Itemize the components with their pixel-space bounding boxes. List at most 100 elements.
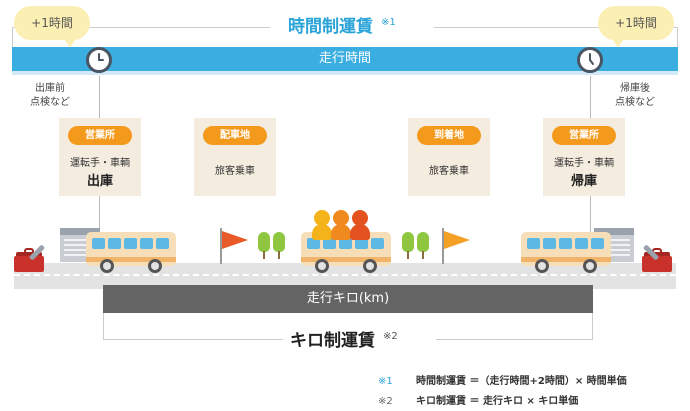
toolbox-icon <box>14 244 46 274</box>
station-sub: 旅客乗車 <box>215 166 255 177</box>
time-bracket-tick-left <box>12 27 13 47</box>
kilo-fare-title-text: キロ制運賃 <box>290 331 375 351</box>
bus-window <box>355 238 368 249</box>
toolbox-icon <box>642 244 674 274</box>
station-main: 出庫 <box>86 174 113 189</box>
kilo-fare-note-mark: ※2 <box>383 331 398 343</box>
bus-window <box>339 238 352 249</box>
station-sub: 運転手・車輌 <box>554 158 614 169</box>
footnote-mark: ※2 <box>378 396 393 407</box>
station-label: 到着地 <box>417 126 481 145</box>
tree-crown <box>273 232 285 252</box>
road-center-stripe <box>14 274 676 276</box>
bus-wheel <box>583 259 597 273</box>
driving-distance-bar: 走行キロ(km) <box>103 285 593 313</box>
flag-cloth <box>444 231 470 249</box>
driving-time-bar-shadow <box>12 71 678 75</box>
bus-window <box>92 238 105 249</box>
passenger-head <box>314 210 330 226</box>
bus-wheel <box>315 259 329 273</box>
road <box>14 263 676 289</box>
station-label: 営業所 <box>552 126 616 145</box>
bus-window <box>156 238 169 249</box>
flag-pole <box>442 228 444 264</box>
flag-icon <box>220 228 250 268</box>
kilo-bracket-tick-left <box>103 313 104 339</box>
bus-window <box>591 238 604 249</box>
post-return-note-line2: 点検など <box>615 97 655 108</box>
pre-departure-note: 出庫前 点検など <box>30 82 70 110</box>
time-fare-note-mark: ※1 <box>381 17 396 29</box>
tree-trunk <box>278 251 280 259</box>
post-return-note-line1: 帰庫後 <box>620 83 650 94</box>
tree-trunk <box>407 251 409 259</box>
bus-window <box>307 238 320 249</box>
clock-hands <box>98 53 104 61</box>
station-label: 営業所 <box>68 126 132 145</box>
time-fare-title: 時間制運賃 ※1 <box>288 12 396 37</box>
pre-departure-note-line1: 出庫前 <box>35 83 65 94</box>
post-return-note: 帰庫後 点検など <box>615 82 655 110</box>
station-card-return-office: 営業所 運転手・車輌 帰庫 <box>543 118 625 196</box>
bus-window <box>371 238 384 249</box>
kilo-fare-title: キロ制運賃 ※2 <box>290 326 398 351</box>
bus-icon <box>86 232 176 276</box>
bus-window <box>108 238 121 249</box>
passenger-body <box>331 224 351 240</box>
flag-icon <box>442 228 472 268</box>
bus-window <box>543 238 556 249</box>
toolbox-handle <box>24 248 34 253</box>
time-fare-title-text: 時間制運賃 <box>288 17 373 37</box>
bus-stripe <box>86 257 176 262</box>
extra-hour-bubble-left-text: +1時間 <box>31 16 73 30</box>
flag-pole <box>220 228 222 264</box>
station-card-pickup: 配車地 旅客乗車 <box>194 118 276 196</box>
kilo-bracket-line-right <box>436 339 593 340</box>
footnote-text: 時間制運賃 ＝（走行時間+2時間）× 時間単価 <box>416 376 627 387</box>
bus-window <box>124 238 137 249</box>
driving-time-bar: 走行時間 <box>12 47 678 71</box>
footnote-kilo-fare: ※2 キロ制運賃 ＝ 走行キロ × キロ単価 <box>378 392 578 407</box>
bus-window <box>323 238 336 249</box>
station-sub: 旅客乗車 <box>429 166 469 177</box>
passenger-body <box>312 224 332 240</box>
bus-window <box>140 238 153 249</box>
bus-wheel <box>535 259 549 273</box>
footnote-mark: ※1 <box>378 376 393 387</box>
bus-wheel <box>100 259 114 273</box>
tree-trunk <box>422 251 424 259</box>
flag-cloth <box>222 231 248 249</box>
driving-distance-label: 走行キロ(km) <box>306 291 390 306</box>
time-bracket-tick-right <box>677 27 678 47</box>
kilo-bracket-tick-right <box>592 313 593 339</box>
bus-icon <box>521 232 611 276</box>
footnote-text: キロ制運賃 ＝ 走行キロ × キロ単価 <box>416 396 579 407</box>
driving-time-label: 走行時間 <box>318 51 371 66</box>
station-card-departure-office: 営業所 運転手・車輌 出庫 <box>59 118 141 196</box>
clock-icon <box>577 47 603 73</box>
bus-stripe <box>301 257 391 262</box>
station-label: 配車地 <box>203 126 267 145</box>
extra-hour-bubble-right-text: +1時間 <box>615 16 657 30</box>
extra-hour-bubble-left: +1時間 <box>14 6 90 48</box>
footnote-time-fare: ※1 時間制運賃 ＝（走行時間+2時間）× 時間単価 <box>378 372 627 387</box>
tree-crown <box>258 232 270 252</box>
station-card-destination: 到着地 旅客乗車 <box>408 118 490 196</box>
clock-hands <box>589 53 594 65</box>
passenger-head <box>333 210 349 226</box>
toolbox-body <box>14 256 44 272</box>
toolbox-body <box>642 256 672 272</box>
tree-crown <box>417 232 429 252</box>
tree-icon <box>402 232 432 262</box>
passenger-body <box>350 224 370 240</box>
pre-departure-note-line2: 点検など <box>30 97 70 108</box>
clock-icon <box>86 47 112 73</box>
tree-trunk <box>263 251 265 259</box>
time-bracket-line-left <box>12 27 270 28</box>
tree-icon <box>258 232 288 262</box>
kilo-bracket-line-left <box>103 339 283 340</box>
time-bracket-line-right <box>434 27 678 28</box>
bus-wheel <box>148 259 162 273</box>
extra-hour-bubble-right: +1時間 <box>598 6 674 48</box>
bus-stripe <box>521 257 611 262</box>
